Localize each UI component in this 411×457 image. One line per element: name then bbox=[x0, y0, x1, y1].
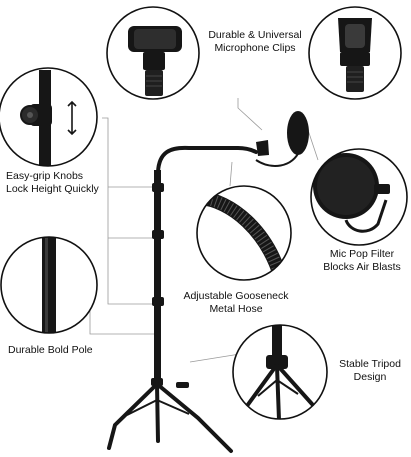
leader-line-hose bbox=[229, 161, 233, 187]
gooseneck bbox=[156, 145, 258, 174]
detail-circle-pop-filter bbox=[310, 148, 408, 246]
label-line: Easy-grip Knobs bbox=[6, 170, 84, 182]
label-gooseneck-hose: Adjustable Gooseneck Metal Hose bbox=[175, 290, 297, 316]
label-easy-grip-knobs: Easy-grip Knobs Lock Height Quickly bbox=[6, 170, 116, 196]
label-line: Durable & Universal bbox=[208, 29, 302, 41]
detail-circle-knob bbox=[0, 67, 98, 167]
detail-circle-pole bbox=[0, 236, 98, 334]
microphone-stand bbox=[107, 111, 309, 453]
label-line: Lock Height Quickly bbox=[6, 183, 99, 195]
tripod-braces bbox=[126, 399, 190, 416]
tripod-legs bbox=[107, 382, 233, 453]
label-line: Design bbox=[353, 371, 387, 383]
leader-lines bbox=[89, 98, 319, 363]
label-pop-filter: Mic Pop Filter Blocks Air Blasts bbox=[315, 248, 409, 274]
detail-circle-clip-1 bbox=[106, 6, 200, 100]
pop-filter-screen bbox=[287, 111, 309, 155]
leader-line-tripod bbox=[189, 353, 241, 363]
stand-knob-lower bbox=[152, 297, 164, 306]
label-line: Metal Hose bbox=[209, 303, 263, 315]
label-microphone-clips: Durable & Universal Microphone Clips bbox=[203, 29, 307, 55]
detail-circle-gooseneck bbox=[196, 185, 292, 281]
label-line: Adjustable Gooseneck bbox=[183, 290, 289, 302]
label-line: Stable Tripod bbox=[339, 358, 401, 370]
leader-line-clips bbox=[237, 98, 263, 131]
label-line: Durable Bold Pole bbox=[8, 344, 93, 356]
stand-knob-upper bbox=[152, 183, 164, 192]
mic-clip bbox=[256, 140, 269, 156]
label-line: Mic Pop Filter bbox=[329, 248, 395, 260]
detail-circle-tripod bbox=[232, 324, 328, 420]
label-line: Blocks Air Blasts bbox=[323, 261, 401, 273]
label-line: Microphone Clips bbox=[214, 42, 296, 54]
stand-pole bbox=[154, 170, 161, 385]
leader-line-pole bbox=[89, 303, 158, 335]
label-tripod-design: Stable Tripod Design bbox=[332, 358, 408, 384]
leader-line-knobs bbox=[102, 117, 157, 305]
label-bold-pole: Durable Bold Pole bbox=[8, 344, 118, 357]
detail-circle-clip-2 bbox=[308, 6, 402, 100]
tripod-lock-knob bbox=[176, 382, 189, 388]
stand-knob-middle bbox=[152, 230, 164, 239]
